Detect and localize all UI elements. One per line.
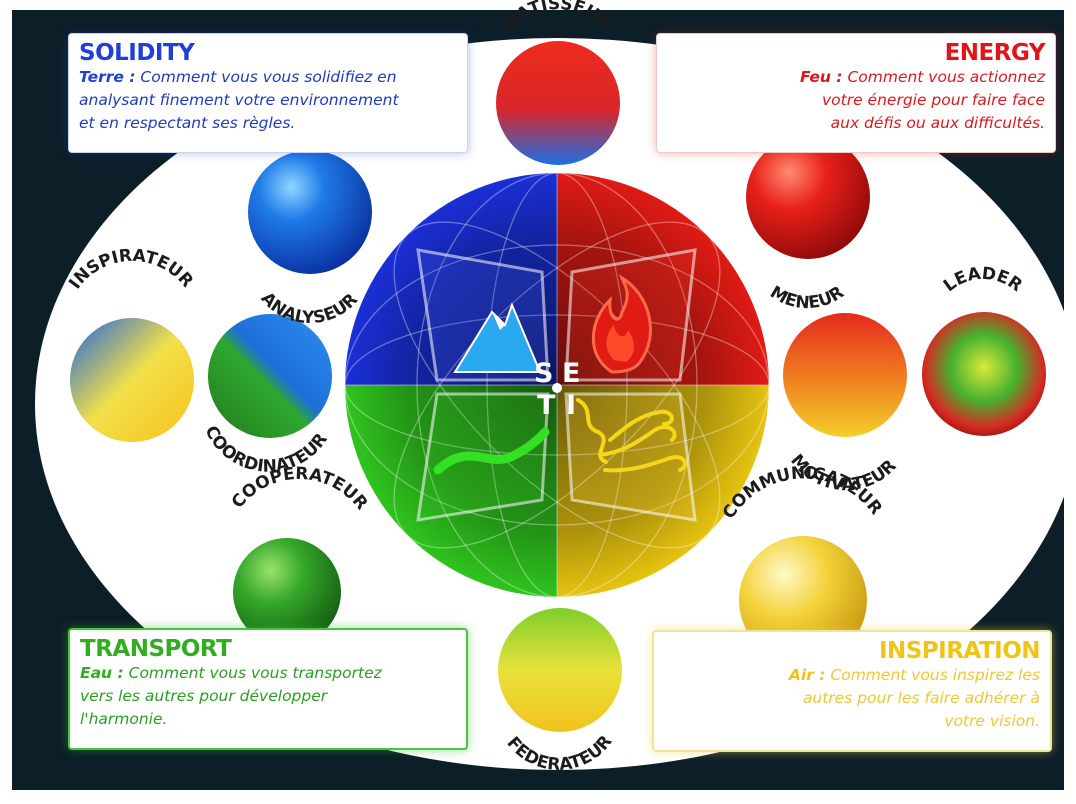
center-letter-t: T	[537, 390, 556, 421]
center-letter-e: E	[562, 358, 580, 389]
mountain-icon	[453, 302, 542, 373]
energy-line-2: votre énergie pour faire face	[821, 91, 1045, 109]
energy-line-3: aux défis ou aux difficultés.	[830, 114, 1045, 132]
solidity-line-3: et en respectant ses règles.	[79, 114, 296, 132]
inspiration-title: INSPIRATION	[878, 638, 1041, 664]
inspiration-box: INSPIRATION Air : Comment vous inspirez …	[652, 630, 1052, 752]
coordinateur-sphere	[208, 314, 332, 438]
transport-box: TRANSPORT Eau : Comment vous vous transp…	[68, 628, 468, 750]
leader-sphere	[922, 312, 1046, 436]
solidity-element: Terre :	[79, 68, 136, 86]
inspirateur-sphere	[70, 318, 194, 442]
transport-text: Eau : Comment vous vous transportez vers…	[80, 662, 456, 731]
cooperateur-sphere	[233, 538, 341, 646]
inspiration-text: Air : Comment vous inspirez les autres p…	[664, 664, 1040, 733]
flame-icon	[591, 274, 652, 374]
transport-line-3: l'harmonie.	[80, 710, 168, 728]
solidity-title: SOLIDITY	[79, 40, 195, 66]
solidity-line-1: Comment vous vous solidifiez en	[140, 68, 397, 86]
transport-title: TRANSPORT	[80, 636, 232, 662]
transport-element: Eau :	[80, 664, 124, 682]
inspiration-line-3: votre vision.	[944, 712, 1040, 730]
energy-element: Feu :	[799, 68, 843, 86]
energy-title: ENERGY	[944, 40, 1046, 66]
federateur-sphere	[498, 608, 622, 732]
motivateur-sphere	[783, 313, 907, 437]
energy-text: Feu : Comment vous actionnez votre énerg…	[667, 66, 1045, 135]
inspiration-line-2: autres pour les faire adhérer à	[802, 689, 1040, 707]
solidity-text: Terre : Comment vous vous solidifiez en …	[79, 66, 457, 135]
wind-icon	[576, 398, 687, 473]
center-letter-s: S	[534, 358, 553, 389]
center-letter-i: I	[566, 390, 576, 421]
energy-box: ENERGY Feu : Comment vous actionnez votr…	[656, 33, 1056, 153]
inspiration-element: Air :	[788, 666, 826, 684]
meneur-sphere	[746, 135, 870, 259]
transport-line-1: Comment vous vous transportez	[128, 664, 382, 682]
solidity-line-2: analysant finement votre environnement	[79, 91, 399, 109]
transport-line-2: vers les autres pour développer	[80, 687, 328, 705]
solidity-box: SOLIDITY Terre : Comment vous vous solid…	[68, 33, 468, 153]
inspiration-line-1: Comment vous inspirez les	[830, 666, 1040, 684]
wave-icon	[433, 427, 550, 475]
energy-line-1: Comment vous actionnez	[847, 68, 1045, 86]
center-dot	[552, 383, 562, 393]
batisseur-sphere	[496, 41, 620, 165]
analyseur-sphere	[248, 150, 372, 274]
